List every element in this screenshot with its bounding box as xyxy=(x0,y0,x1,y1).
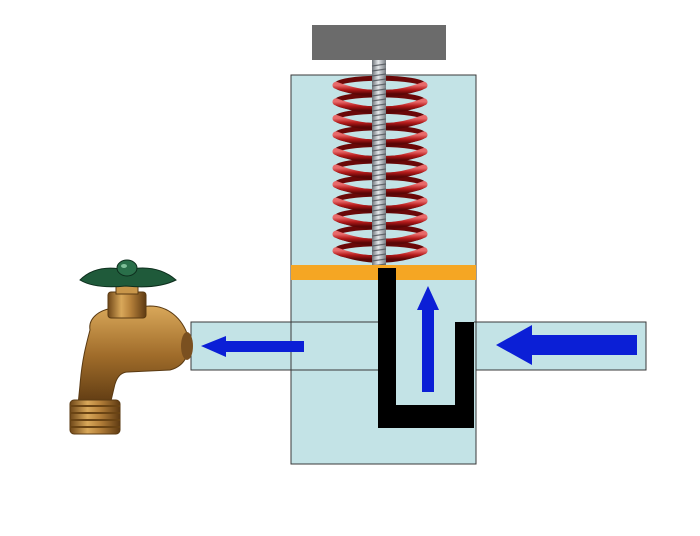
screw-thread xyxy=(371,78,387,82)
screw-thread xyxy=(371,163,387,167)
adjustment-screw xyxy=(371,60,387,270)
screw-thread xyxy=(371,83,387,87)
screw-thread xyxy=(371,128,387,132)
screw-thread xyxy=(371,138,387,142)
screw-thread xyxy=(371,98,387,102)
faucet-thread xyxy=(69,399,121,435)
screw-thread xyxy=(371,248,387,252)
screw-thread xyxy=(371,233,387,237)
screw-thread xyxy=(371,243,387,247)
outlet-flow-arrow xyxy=(201,336,304,357)
screw-thread xyxy=(371,208,387,212)
faucet-handle-icon xyxy=(79,259,177,288)
inlet-flow-arrow xyxy=(496,325,637,365)
screw-thread xyxy=(371,143,387,147)
screw-thread xyxy=(371,258,387,262)
screw-thread xyxy=(371,253,387,257)
screw-thread xyxy=(371,73,387,77)
screw-thread xyxy=(371,93,387,97)
screw-thread xyxy=(371,153,387,157)
faucet xyxy=(69,259,193,435)
valve-seat xyxy=(378,268,474,428)
screw-thread xyxy=(371,178,387,182)
screw-thread xyxy=(371,228,387,232)
screw-thread xyxy=(371,133,387,137)
screw-thread xyxy=(371,158,387,162)
screw-thread xyxy=(371,213,387,217)
screw-thread xyxy=(371,203,387,207)
screw-thread xyxy=(371,108,387,112)
screw-thread xyxy=(371,103,387,107)
screw-thread xyxy=(371,218,387,222)
screw-thread xyxy=(371,88,387,92)
screw-thread xyxy=(371,173,387,177)
adjustment-cap xyxy=(312,25,446,60)
screw-thread xyxy=(371,63,387,67)
screw-thread xyxy=(371,223,387,227)
screw-thread xyxy=(371,118,387,122)
seat-flow-arrow xyxy=(417,286,439,392)
screw-thread xyxy=(371,113,387,117)
screw-thread xyxy=(371,68,387,72)
screw-thread xyxy=(371,168,387,172)
screw-thread xyxy=(371,148,387,152)
screw-thread xyxy=(371,183,387,187)
faucet-packing-nut xyxy=(107,291,147,319)
screw-thread xyxy=(371,238,387,242)
screw-thread xyxy=(371,198,387,202)
screw-thread xyxy=(371,188,387,192)
screw-thread xyxy=(371,193,387,197)
screw-thread xyxy=(371,123,387,127)
